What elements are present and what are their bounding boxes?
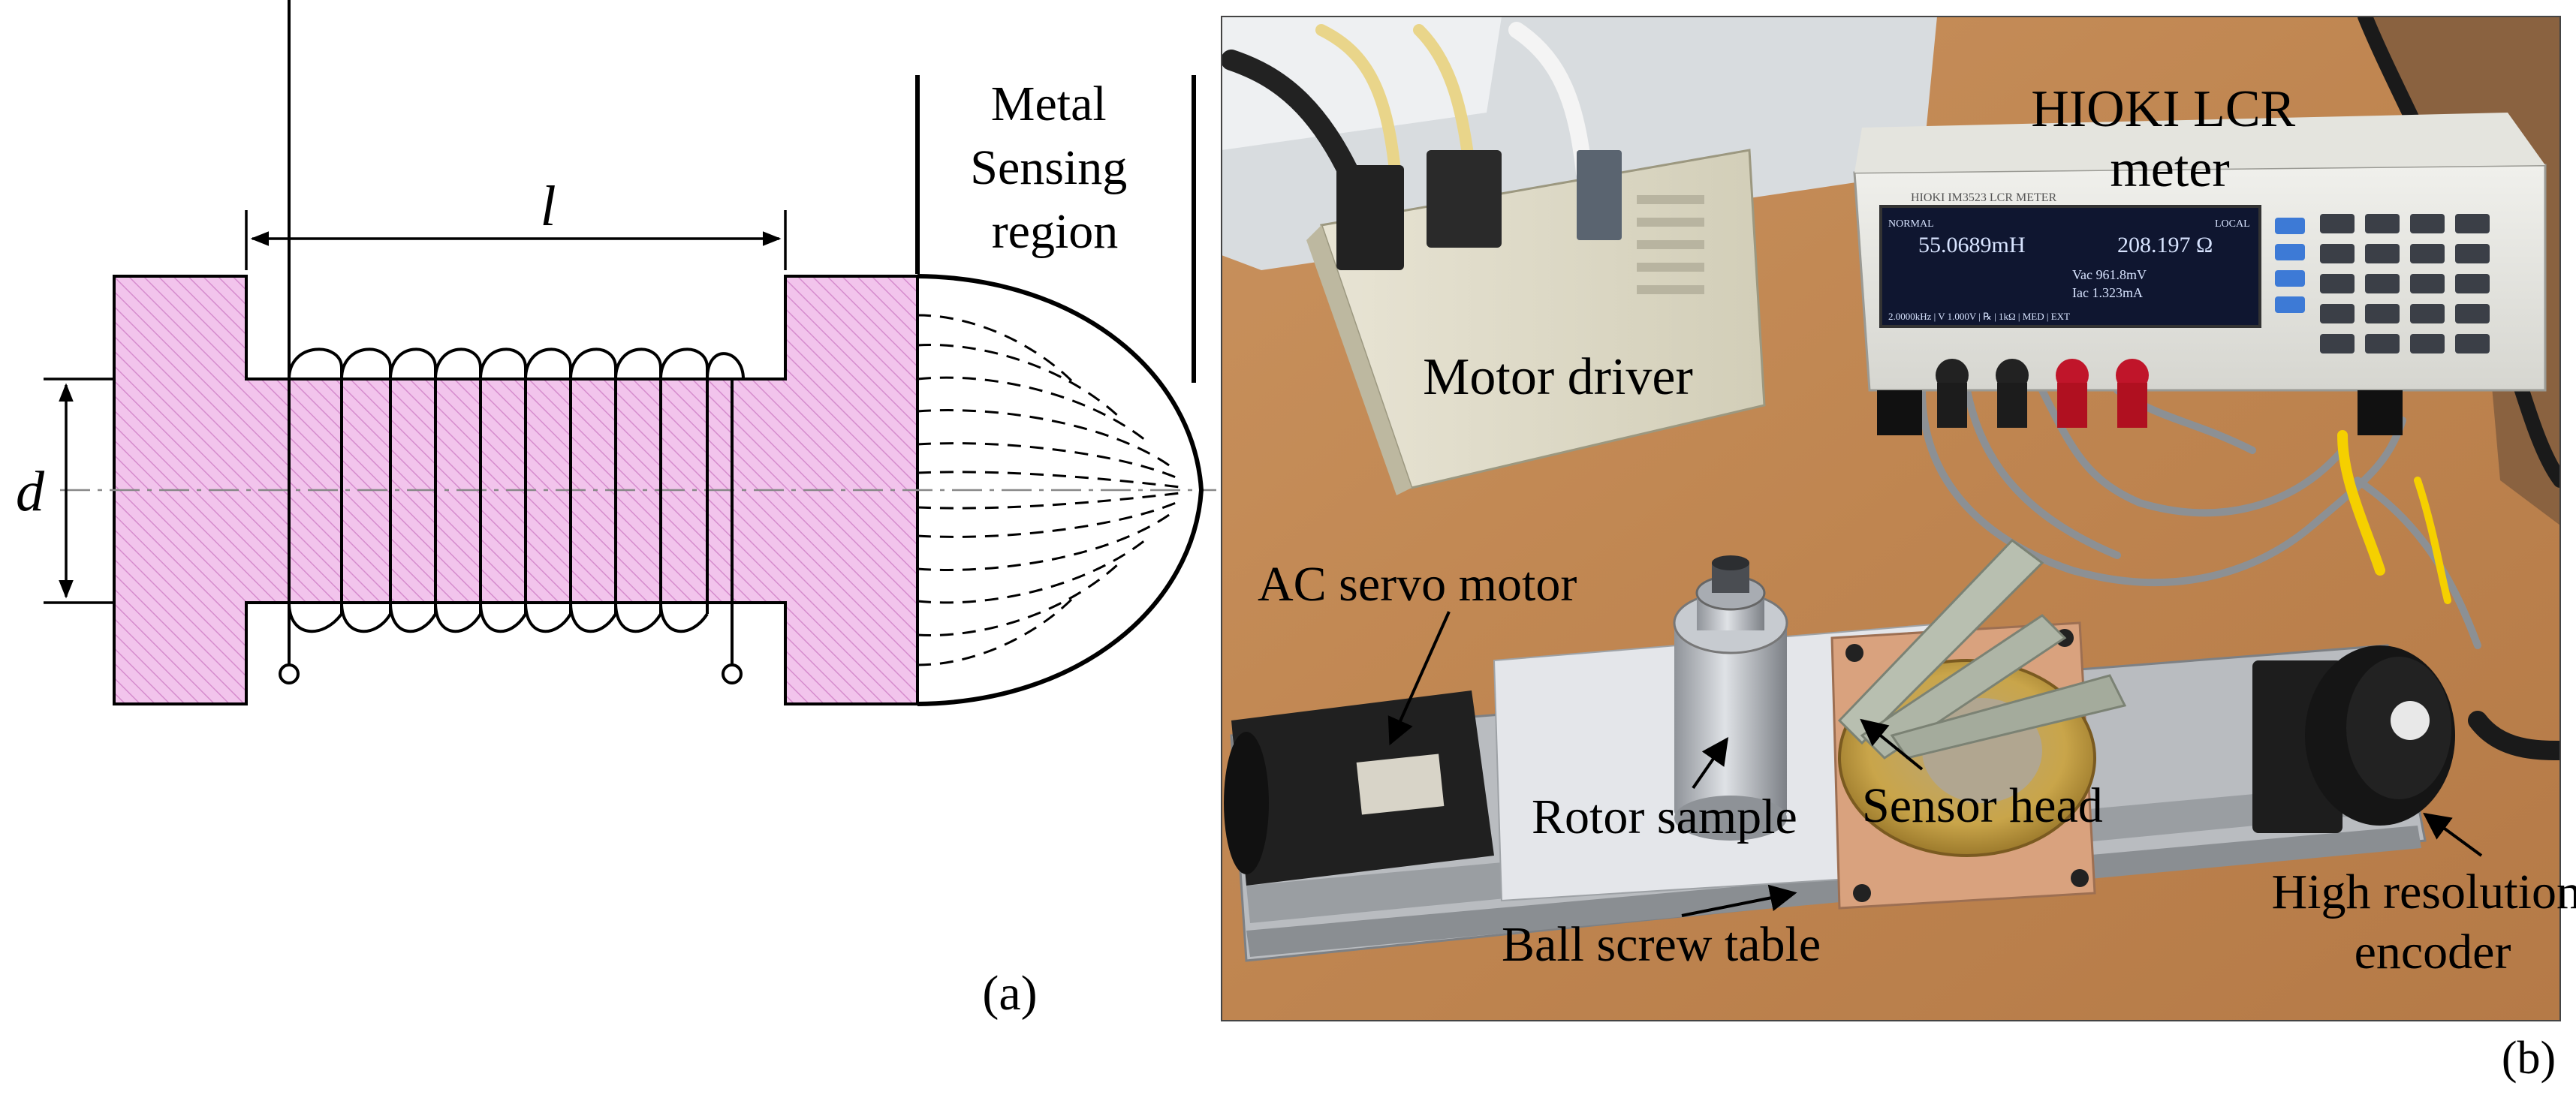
encoder-unit: [2252, 645, 2455, 833]
lcr-side-label: LOCAL: [2215, 218, 2250, 230]
encoder-label-line-2: encoder: [2355, 925, 2511, 979]
sensing-envelope: [917, 274, 1204, 706]
region-label: Metal Sensing region: [970, 77, 1140, 259]
servo-motor-arrow: [1387, 611, 1451, 746]
ball-screw-arrow: [1681, 884, 1797, 917]
lcr-iac: Iac 1.323mA: [2072, 285, 2143, 300]
encoder-label-line-1: High resolution: [2272, 865, 2576, 919]
ac-servo-motor: [1224, 690, 1494, 886]
coil-terminal-left: [279, 663, 300, 684]
photo-border: [1221, 16, 2561, 1021]
coil-winding: [288, 0, 745, 664]
lcr-meter-label-line-2: meter: [2110, 140, 2229, 198]
rotor-sample-label: Rotor sample: [1532, 790, 1797, 844]
region-label-line-2: Sensing: [970, 140, 1127, 195]
panel-b: HIOKI IM3523 LCR METER NORMAL 55.0689mH …: [1221, 16, 2576, 1084]
coil-terminal-right: [722, 663, 743, 684]
encoder-label: High resolution encoder: [2272, 865, 2576, 979]
lcr-reading-1: 55.0689mH: [1918, 233, 2026, 257]
rotor-sample: [1673, 555, 1788, 841]
motor-driver-unit: [1306, 149, 1766, 495]
region-label-line-3: region: [992, 204, 1119, 259]
encoder-arrow: [2423, 812, 2483, 857]
lcr-mode: NORMAL: [1888, 218, 1934, 230]
lcr-terminals: [1936, 359, 2149, 428]
length-label: l: [540, 175, 556, 238]
caption-a: (a): [982, 966, 1037, 1021]
diameter-dimension: [44, 378, 114, 604]
magnetic-field-lines: [917, 314, 1187, 666]
lcr-brand: HIOKI IM3523 LCR METER: [1911, 191, 2057, 204]
lcr-keypad: [2275, 214, 2490, 353]
sensor-head-label: Sensor head: [1862, 778, 2103, 833]
lcr-status: 2.0000kHz | V 1.000V | ℞ | 1kΩ | MED | E…: [1888, 311, 2070, 322]
setup-photo: HIOKI IM3523 LCR METER NORMAL 55.0689mH …: [1222, 17, 2560, 1021]
lcr-meter-label: HIOKI LCR meter: [2031, 80, 2308, 198]
servo-motor-label: AC servo motor: [1258, 557, 1577, 612]
caption-b: (b): [2502, 1033, 2556, 1084]
length-dimension: [245, 210, 787, 270]
lcr-meter-label-line-1: HIOKI LCR: [2031, 80, 2295, 138]
region-label-line-1: Metal: [991, 77, 1107, 131]
lcr-vac: Vac 961.8mV: [2072, 267, 2147, 282]
lcr-meter-unit: HIOKI IM3523 LCR METER NORMAL 55.0689mH …: [1853, 113, 2547, 435]
sensor-assembly: [1830, 539, 2127, 910]
lcr-reading-2: 208.197 Ω: [2117, 233, 2213, 257]
lcr-display: [1879, 205, 2261, 328]
sensor-head-arrow: [1860, 718, 1924, 771]
motor-driver-label: Motor driver: [1423, 348, 1693, 406]
diameter-label: d: [16, 460, 45, 523]
ball-screw-label: Ball screw table: [1502, 917, 1821, 972]
rotor-sample-arrow: [1692, 737, 1729, 790]
panel-a: l d Metal Sensi: [16, 0, 1216, 1021]
